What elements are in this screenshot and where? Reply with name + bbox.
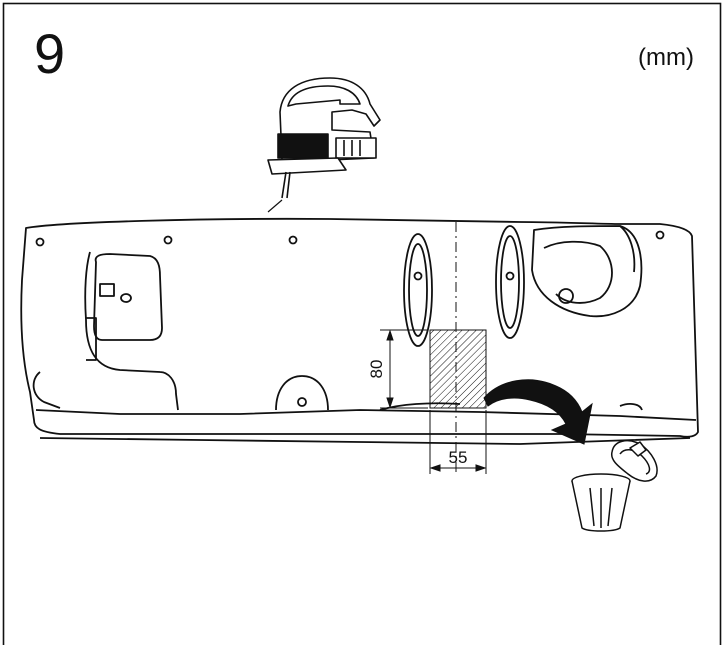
unit-label: (mm) (638, 44, 694, 71)
step-number: 9 (34, 22, 66, 85)
dimension-height (380, 329, 428, 409)
dimension-width (429, 410, 487, 474)
curved-arrow-icon (483, 379, 593, 445)
width-label: 55 (449, 448, 468, 467)
cutout-area (429, 329, 487, 409)
moulded-part (20, 217, 699, 445)
waste-bin-icon (571, 439, 658, 532)
height-label: 80 (367, 360, 386, 379)
jigsaw-icon (267, 77, 381, 213)
